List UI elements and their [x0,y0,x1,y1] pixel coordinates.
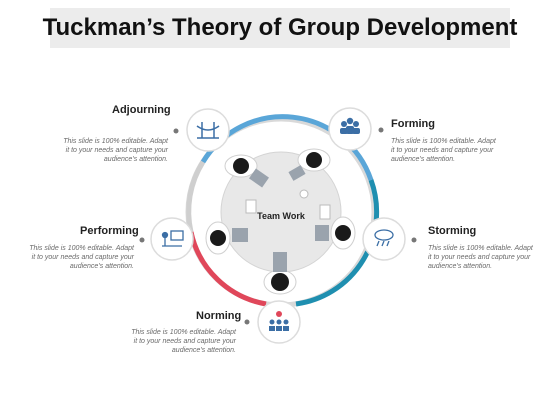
stage-desc-performing: This slide is 100% editable. Adapt it to… [29,245,134,270]
presenter-chart-icon [161,230,184,247]
page-title: Tuckman’s Theory of Group Development [42,14,518,41]
norming-node [244,300,301,344]
cup-icon [299,189,309,199]
stage-desc-forming: This slide is 100% editable. Adapt it to… [391,138,496,163]
paper-icon-2 [245,199,257,214]
stage-desc-adjourning: This slide is 100% editable. Adapt it to… [63,138,168,163]
bridge-icon [196,122,220,139]
stage-heading-adjourning: Adjourning [112,104,171,116]
center-label: Team Work [257,211,305,221]
paper-icon [319,204,331,220]
person-right [315,216,356,250]
person-top-left [224,154,269,188]
adjourning-node [173,108,230,152]
stage-desc-storming: This slide is 100% editable. Adapt it to… [428,245,533,270]
person-top-right [288,148,331,181]
title-bar [50,8,510,48]
storming-node [362,217,417,261]
stage-heading-forming: Forming [391,118,435,130]
stage-heading-performing: Performing [80,225,139,237]
storm-cloud-icon [374,229,394,247]
person-bottom [263,252,297,295]
team-idea-icon [269,311,289,331]
stage-heading-storming: Storming [428,225,477,237]
person-left [205,221,248,255]
forming-node [328,107,384,151]
stage-heading-norming: Norming [196,310,242,322]
performing-node [139,217,194,261]
arc-teal [295,179,380,307]
arc-red [188,231,267,307]
group-people-icon [340,117,360,134]
stage-desc-norming: This slide is 100% editable. Adapt it to… [131,329,236,354]
arc-grey [186,160,206,233]
